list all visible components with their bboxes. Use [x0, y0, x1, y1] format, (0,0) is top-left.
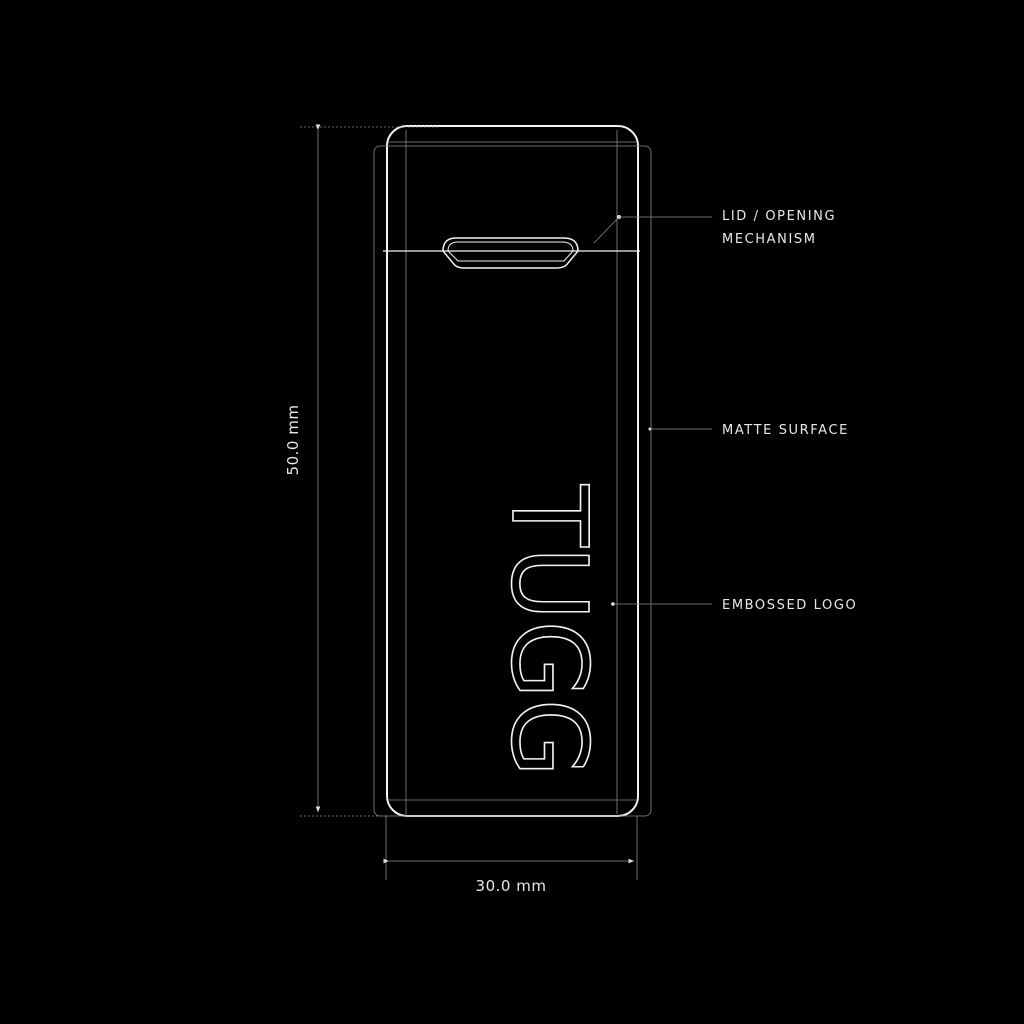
- height-dimension: 50.0 mm: [284, 124, 321, 812]
- callout-matte: MATTE SURFACE: [648, 423, 849, 438]
- embossed-logo: TUGG: [487, 483, 611, 778]
- logo-text: TUGG: [488, 484, 610, 777]
- lid-slot: [383, 237, 640, 269]
- callout-logo: EMBOSSED LOGO: [611, 598, 857, 613]
- case-body: [300, 125, 652, 817]
- callout-logo-label: EMBOSSED LOGO: [722, 598, 857, 613]
- callout-lid: LID / OPENING MECHANISM: [593, 209, 836, 247]
- callout-lid-label: LID / OPENING: [722, 209, 836, 224]
- callout-matte-label: MATTE SURFACE: [722, 423, 849, 438]
- callout-lid-label-2: MECHANISM: [722, 232, 817, 247]
- width-dimension: 30.0 mm: [383, 816, 638, 895]
- width-label: 30.0 mm: [476, 877, 547, 895]
- height-label: 50.0 mm: [284, 405, 302, 476]
